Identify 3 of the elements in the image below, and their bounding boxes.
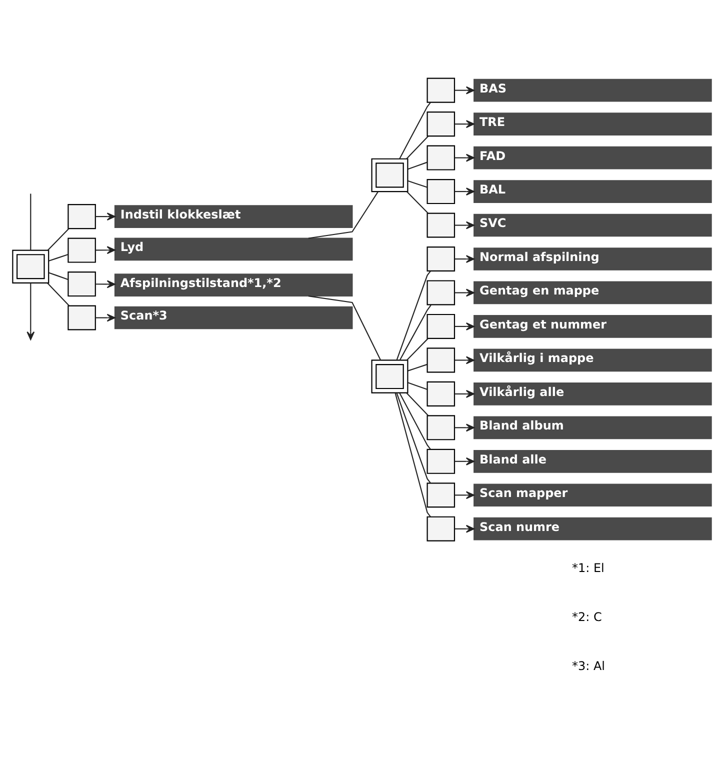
- label: *1: El: [572, 561, 604, 576]
- label: *2: C: [572, 610, 602, 624]
- label: *3: Al: [572, 659, 605, 674]
